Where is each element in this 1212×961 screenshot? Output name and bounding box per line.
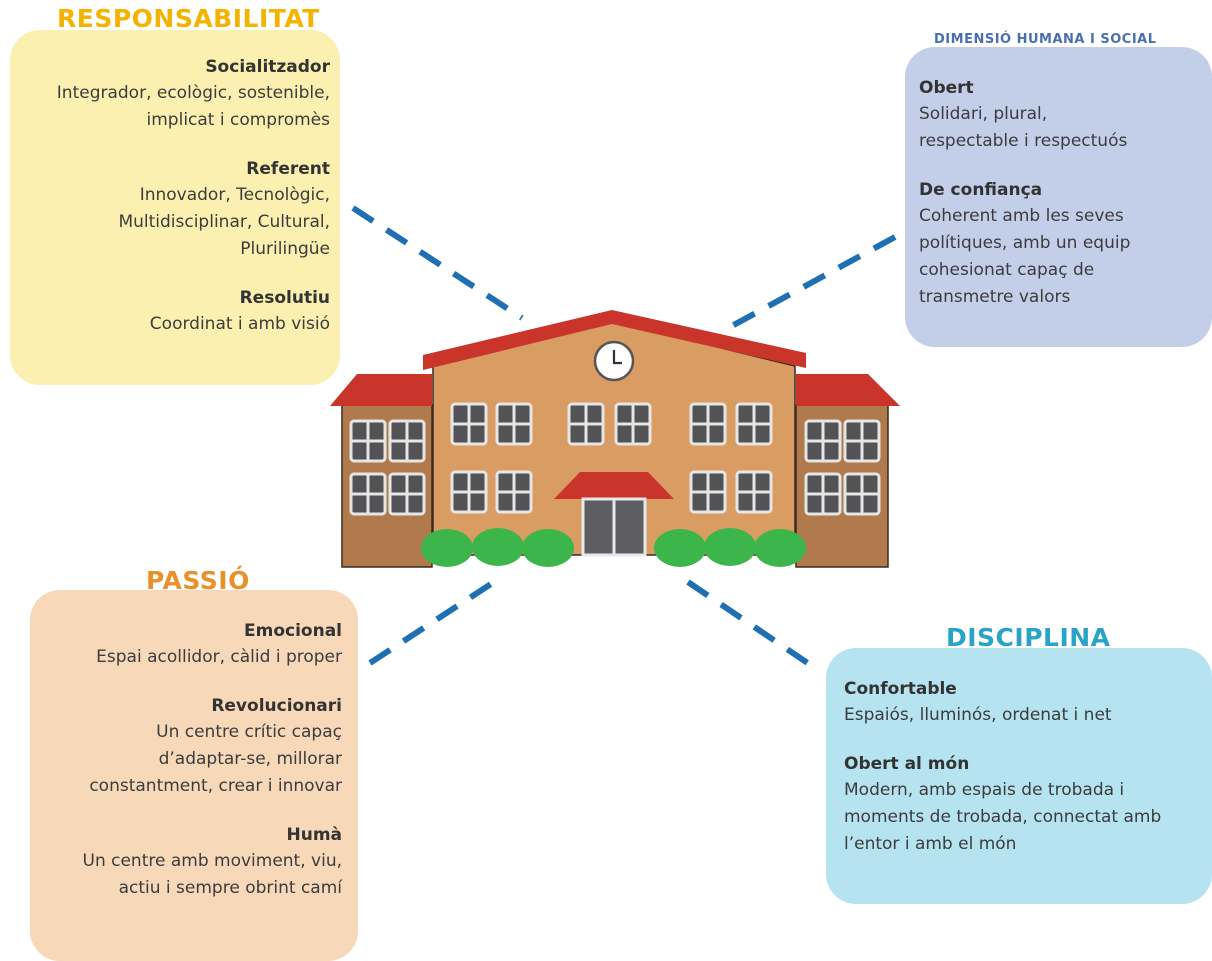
entry-title: Confortable: [844, 679, 957, 699]
entry-title: De confiança: [919, 180, 1043, 200]
entry-referent: Referent Innovador, Tecnològic, Multidis…: [10, 156, 330, 263]
entry-description: Solidari, plural, respectable i respectu…: [919, 104, 1128, 151]
entry-socialitzador: Socialitzador Integrador, ecològic, sost…: [10, 54, 330, 134]
heading-disciplina: DISCIPLINA: [946, 623, 1111, 652]
entry-title: Humà: [286, 825, 342, 845]
connector-responsabilitat: [351, 205, 524, 321]
entry-obert: Obert Solidari, plural, respectable i re…: [919, 75, 1202, 155]
entry-description: Un centre crític capaç d’adaptar-se, mil…: [89, 722, 342, 796]
entry-obert-al-mon: Obert al món Modern, amb espais de troba…: [844, 751, 1202, 858]
card-disciplina: Confortable Espaiós, lluminós, ordenat i…: [826, 648, 1212, 904]
card-responsabilitat: Socialitzador Integrador, ecològic, sost…: [10, 30, 340, 385]
entry-description: Modern, amb espais de trobada i moments …: [844, 780, 1162, 854]
entry-description: Integrador, ecològic, sostenible, implic…: [56, 83, 330, 130]
entry-de-confianca: De confiança Coherent amb les seves polí…: [919, 177, 1202, 311]
entry-description: Espai acollidor, càlid i proper: [96, 647, 342, 667]
entry-confortable: Confortable Espaiós, lluminós, ordenat i…: [844, 676, 1202, 729]
card-dimensio-humana-social: Obert Solidari, plural, respectable i re…: [905, 47, 1212, 347]
entry-description: Espaiós, lluminós, ordenat i net: [844, 705, 1112, 725]
entry-revolucionari: Revolucionari Un centre crític capaç d’a…: [30, 693, 342, 800]
entry-title: Obert al món: [844, 754, 970, 774]
entry-title: Emocional: [244, 621, 342, 641]
entry-description: Coordinat i amb visió: [149, 314, 330, 334]
entry-title: Obert: [919, 78, 974, 98]
entry-title: Revolucionari: [211, 696, 342, 716]
entry-description: Coherent amb les seves polítiques, amb u…: [919, 206, 1131, 307]
card-passio: Emocional Espai acollidor, càlid i prope…: [30, 590, 358, 961]
connector-passio: [368, 579, 496, 666]
entry-title: Referent: [246, 159, 330, 179]
heading-responsabilitat: RESPONSABILITAT: [57, 4, 320, 33]
entry-title: Resolutiu: [239, 288, 330, 308]
connector-disciplina: [686, 579, 814, 669]
heading-dimensio-humana-social: DIMENSIÓ HUMANA I SOCIAL: [934, 32, 1157, 47]
entry-title: Socialitzador: [205, 57, 330, 77]
connector-dimensio: [730, 234, 897, 329]
entry-resolutiu: Resolutiu Coordinat i amb visió: [10, 285, 330, 338]
entry-emocional: Emocional Espai acollidor, càlid i prope…: [30, 618, 342, 671]
entry-description: Un centre amb moviment, viu, actiu i sem…: [82, 851, 343, 898]
entry-huma: Humà Un centre amb moviment, viu, actiu …: [30, 822, 343, 902]
entry-description: Innovador, Tecnològic, Multidisciplinar,…: [118, 185, 330, 259]
